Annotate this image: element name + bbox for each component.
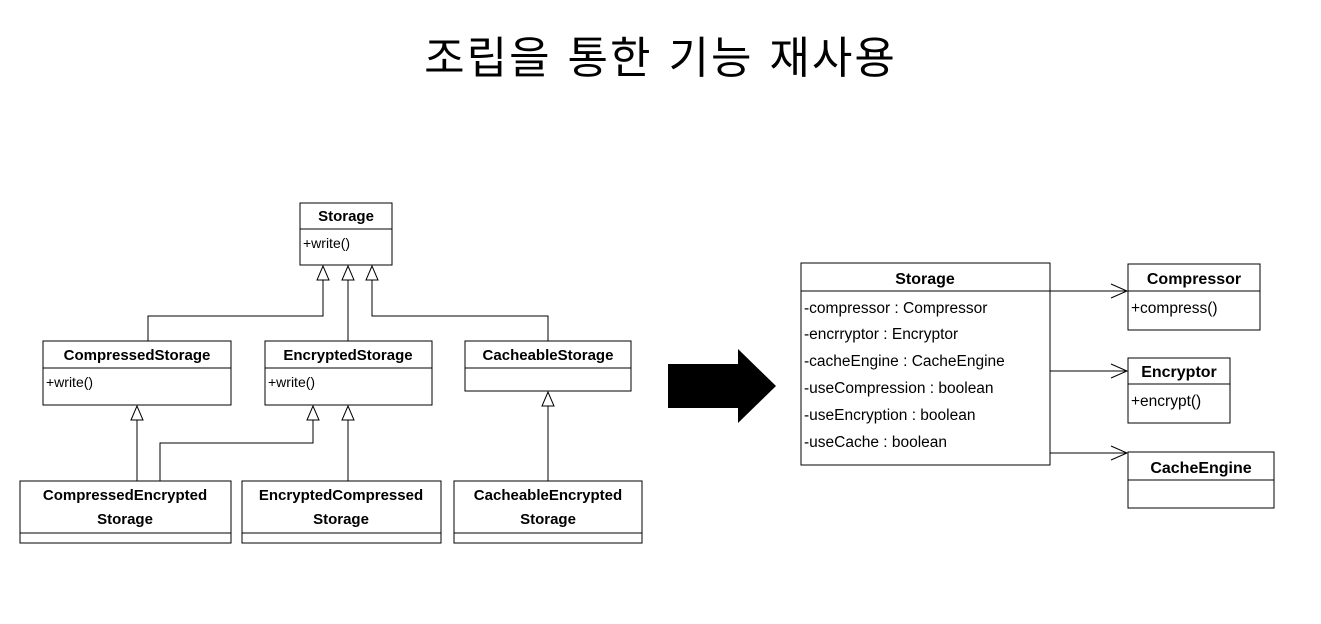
field-encryptor: -encrryptor : Encryptor [804, 326, 958, 343]
method: +write() [303, 235, 350, 251]
generalization-edges-top [147, 264, 549, 341]
method: +write() [268, 374, 315, 390]
class-name-line2: Storage [313, 511, 369, 528]
encrypted-compressed-storage-class: EncryptedCompressed Storage [241, 480, 442, 544]
left-storage-class: Storage +write() [299, 202, 393, 266]
compressed-encrypted-storage-class: CompressedEncrypted Storage [19, 480, 232, 544]
association-edges [1050, 283, 1129, 461]
class-name: Storage [895, 271, 955, 288]
field-cache-engine: -cacheEngine : CacheEngine [804, 353, 1005, 370]
class-name-line1: CompressedEncrypted [43, 487, 207, 504]
method: +compress() [1131, 300, 1218, 317]
compressor-class: Compressor +compress() [1127, 263, 1261, 331]
cacheable-storage-class: CacheableStorage [464, 340, 632, 392]
encryptor-class: Encryptor +encrypt() [1127, 357, 1231, 424]
method: +write() [46, 374, 93, 390]
class-name: CompressedStorage [64, 347, 211, 364]
class-name: Compressor [1147, 271, 1241, 288]
encrypted-storage-class: EncryptedStorage +write() [264, 340, 433, 406]
method: +encrypt() [1131, 393, 1201, 410]
class-name-line2: Storage [520, 511, 576, 528]
field-use-cache: -useCache : boolean [804, 434, 947, 451]
class-name-line1: EncryptedCompressed [259, 487, 423, 504]
right-storage-class: Storage -compressor : Compressor -encrry… [800, 262, 1051, 466]
class-name-line1: CacheableEncrypted [474, 487, 622, 504]
class-name: Storage [318, 208, 374, 225]
field-use-compression: -useCompression : boolean [804, 380, 994, 397]
compressed-storage-class: CompressedStorage +write() [42, 340, 232, 406]
cache-engine-class: CacheEngine [1127, 451, 1275, 509]
class-name: CacheableStorage [483, 347, 614, 364]
cacheable-encrypted-storage-class: CacheableEncrypted Storage [453, 480, 643, 544]
class-name-line2: Storage [97, 511, 153, 528]
class-name: Encryptor [1141, 364, 1217, 381]
field-compressor: -compressor : Compressor [804, 300, 987, 317]
field-use-encryption: -useEncryption : boolean [804, 407, 975, 424]
page-title: 조립을 통한 기능 재사용 [424, 33, 897, 84]
generalization-edges-bottom [130, 390, 555, 481]
transform-arrow-icon [668, 349, 776, 423]
class-name: EncryptedStorage [283, 347, 412, 364]
class-name: CacheEngine [1150, 460, 1251, 477]
